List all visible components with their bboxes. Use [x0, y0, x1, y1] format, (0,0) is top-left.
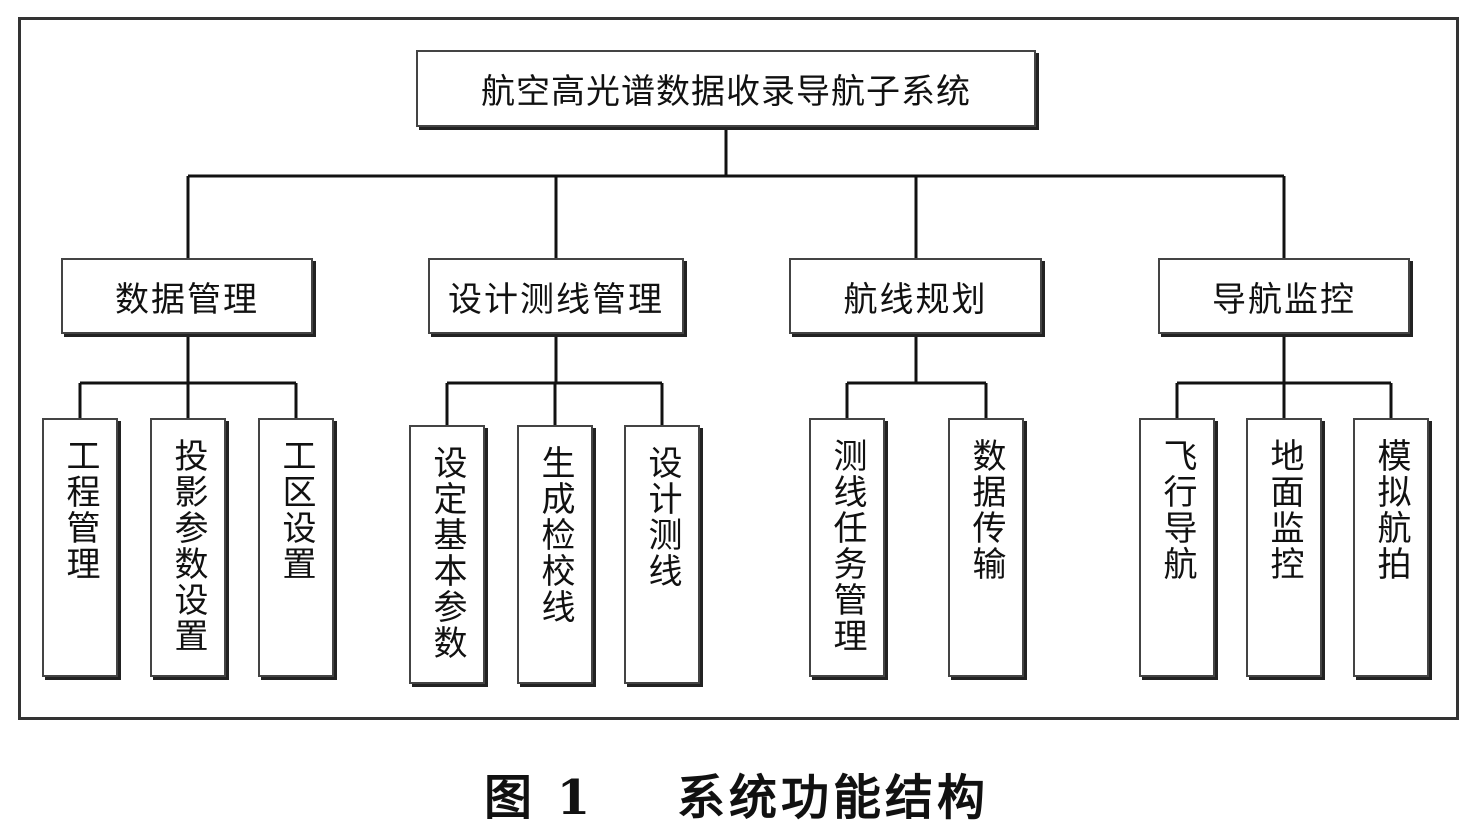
diagram-frame: [18, 17, 1459, 720]
figure-caption: 图 1 系统功能结构: [484, 770, 989, 826]
group-node-label: 数据管理: [115, 279, 259, 320]
leaf-node-label: 地面监控: [1264, 438, 1304, 582]
leaf-node-label: 测线任务管理: [827, 438, 867, 654]
leaf-node: 数据传输: [948, 418, 1024, 677]
leaf-node: 设定基本参数: [409, 425, 485, 684]
leaf-node-label: 设计测线: [642, 445, 682, 589]
leaf-node: 工区设置: [258, 418, 334, 677]
leaf-node: 飞行导航: [1139, 418, 1215, 677]
group-node-data-management: 数据管理: [61, 258, 313, 334]
group-node-line-design: 设计测线管理: [428, 258, 684, 334]
leaf-node-label: 模拟航拍: [1371, 438, 1411, 582]
leaf-node: 模拟航拍: [1353, 418, 1429, 677]
root-node: 航空高光谱数据收录导航子系统: [416, 50, 1036, 127]
leaf-node: 测线任务管理: [809, 418, 885, 677]
leaf-node: 地面监控: [1246, 418, 1322, 677]
leaf-node-label: 设定基本参数: [427, 445, 467, 661]
group-node-navigation-monitoring: 导航监控: [1158, 258, 1410, 334]
group-node-label: 设计测线管理: [448, 279, 664, 320]
leaf-node-label: 数据传输: [966, 438, 1006, 582]
leaf-node-label: 投影参数设置: [168, 438, 208, 654]
leaf-node: 投影参数设置: [150, 418, 226, 677]
leaf-node-label: 工区设置: [276, 438, 316, 582]
group-node-route-planning: 航线规划: [789, 258, 1042, 334]
group-node-label: 导航监控: [1212, 279, 1356, 320]
root-node-label: 航空高光谱数据收录导航子系统: [481, 72, 971, 112]
leaf-node-label: 生成检校线: [535, 445, 575, 625]
leaf-node-label: 飞行导航: [1157, 438, 1197, 582]
leaf-node: 生成检校线: [517, 425, 593, 684]
leaf-node: 设计测线: [624, 425, 700, 684]
leaf-node: 工程管理: [42, 418, 118, 677]
group-node-label: 航线规划: [843, 279, 988, 320]
leaf-node-label: 工程管理: [60, 438, 100, 582]
